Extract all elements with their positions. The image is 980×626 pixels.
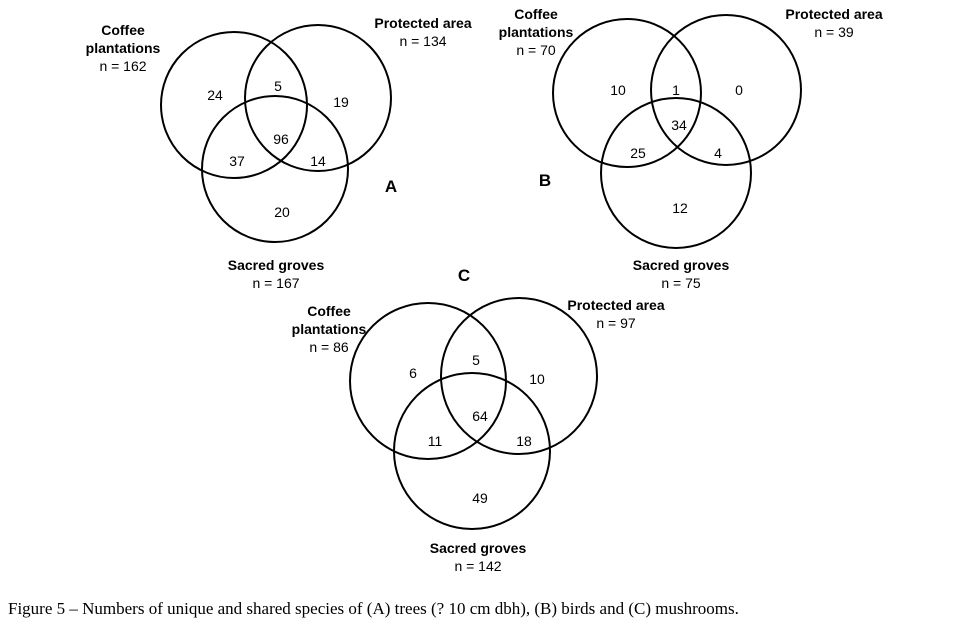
venn-panel-b: 10 0 12 1 25 4 34 Coffee plantations n = 70 Protec… [499, 6, 883, 291]
region-count-coffee-only: 24 [207, 87, 223, 103]
set-size: n = 86 [309, 339, 349, 355]
set-label-coffee: Coffee plantations n = 162 [86, 22, 161, 74]
region-count-coffee-sacred: 11 [428, 433, 443, 449]
set-size: n = 70 [516, 42, 556, 58]
set-circle-coffee [160, 31, 308, 179]
set-name: plantations [292, 321, 367, 337]
panel-label: C [458, 266, 470, 285]
set-size: n = 162 [99, 58, 146, 74]
set-name: Coffee [307, 303, 351, 319]
figure-caption: Figure 5 – Numbers of unique and shared … [8, 599, 739, 618]
set-name: Sacred groves [228, 257, 325, 273]
region-count-protected-only: 10 [529, 371, 545, 387]
region-count-all-three: 96 [273, 131, 289, 147]
set-size: n = 39 [814, 24, 854, 40]
set-label-coffee: Coffee plantations n = 86 [292, 303, 367, 355]
venn-panel-c: 6 10 49 5 11 18 64 Coffee plantations n = 86 Prote… [292, 266, 665, 574]
region-count-all-three: 64 [472, 408, 488, 424]
region-count-coffee-protected: 1 [672, 82, 680, 98]
set-circle-sacred [201, 95, 349, 243]
region-count-coffee-sacred: 25 [630, 145, 646, 161]
set-name: Sacred groves [430, 540, 527, 556]
set-label-sacred: Sacred groves n = 167 [228, 257, 325, 291]
panel-label: A [385, 177, 397, 196]
set-name: plantations [86, 40, 161, 56]
region-count-coffee-protected: 5 [274, 78, 282, 94]
venn-panel-a: 24 19 20 5 37 14 96 Coffee plantations n = 162 Pro… [86, 15, 472, 291]
set-size: n = 75 [661, 275, 701, 291]
region-count-sacred-only: 49 [472, 490, 488, 506]
set-circle-sacred [600, 97, 752, 249]
set-name: plantations [499, 24, 574, 40]
set-circle-sacred [393, 372, 551, 530]
set-label-protected: Protected area n = 97 [567, 297, 664, 331]
set-name: Protected area [374, 15, 471, 31]
region-count-sacred-only: 12 [672, 200, 688, 216]
region-count-sacred-only: 20 [274, 204, 290, 220]
region-count-coffee-only: 10 [610, 82, 626, 98]
region-count-coffee-protected: 5 [472, 352, 480, 368]
region-count-protected-only: 19 [333, 94, 349, 110]
set-name: Protected area [567, 297, 664, 313]
set-size: n = 97 [596, 315, 636, 331]
set-name: Coffee [514, 6, 558, 22]
set-name: Protected area [785, 6, 882, 22]
set-circle-protected [244, 24, 392, 172]
set-label-protected: Protected area n = 134 [374, 15, 471, 49]
set-label-protected: Protected area n = 39 [785, 6, 882, 40]
set-name: Coffee [101, 22, 145, 38]
set-size: n = 167 [252, 275, 299, 291]
set-size: n = 142 [454, 558, 501, 574]
region-count-protected-sacred: 4 [714, 145, 722, 161]
region-count-coffee-sacred: 37 [229, 153, 245, 169]
region-count-protected-sacred: 18 [516, 433, 532, 449]
set-circle-protected [440, 297, 598, 455]
set-circle-coffee [552, 18, 702, 168]
region-count-coffee-only: 6 [409, 365, 417, 381]
set-size: n = 134 [399, 33, 446, 49]
region-count-protected-sacred: 14 [310, 153, 326, 169]
set-circle-protected [650, 14, 802, 166]
set-label-coffee: Coffee plantations n = 70 [499, 6, 574, 58]
region-count-all-three: 34 [671, 117, 687, 133]
panel-label: B [539, 171, 551, 190]
set-label-sacred: Sacred groves n = 142 [430, 540, 527, 574]
region-count-protected-only: 0 [735, 82, 743, 98]
set-name: Sacred groves [633, 257, 730, 273]
set-label-sacred: Sacred groves n = 75 [633, 257, 730, 291]
